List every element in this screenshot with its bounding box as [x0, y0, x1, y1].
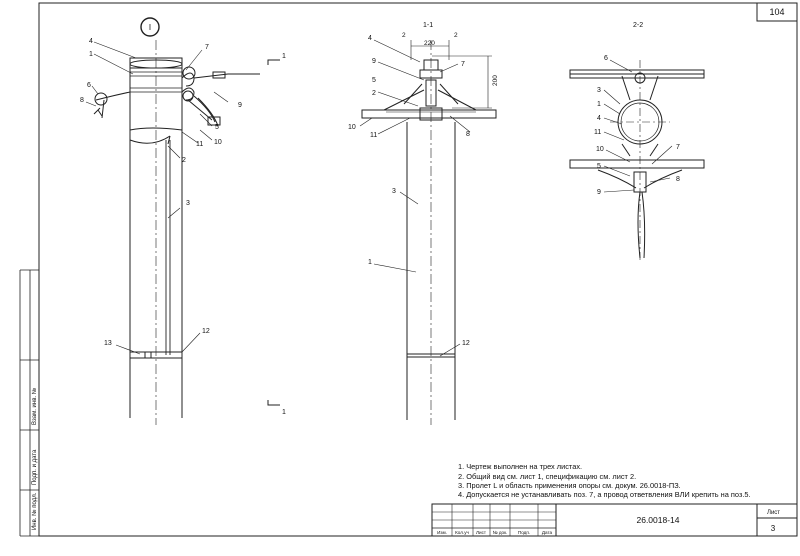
- drawing-code: 26.0018-14: [636, 515, 679, 525]
- section-mark-top: 1: [282, 53, 286, 60]
- page-number-top: 104: [769, 7, 784, 17]
- dim-height: 200: [492, 75, 499, 86]
- callout-right: 9: [597, 189, 601, 196]
- callout-right: 8: [676, 176, 680, 183]
- callout-middle: 2: [372, 90, 376, 97]
- sheet-frame: [38, 2, 798, 537]
- callout-right: 1: [597, 101, 601, 108]
- callout-left: 8: [80, 97, 84, 104]
- section-1-1-title: 1-1: [423, 22, 433, 29]
- callout-left: 12: [202, 328, 210, 335]
- side-label-sign-date: Подп. и дата: [32, 449, 38, 485]
- side-label-inv-no: Инв. № подл.: [31, 492, 38, 530]
- callout-middle: 5: [372, 77, 376, 84]
- callout-middle: 9: [372, 58, 376, 65]
- callout-middle: 10: [348, 124, 356, 131]
- tb-col: № док.: [493, 530, 508, 535]
- page-number-box: [756, 2, 798, 22]
- note-2: 2. Общий вид см. лист 1, спецификацию см…: [458, 472, 637, 481]
- dim-offset-left: 2: [402, 32, 406, 39]
- callout-left: 2: [182, 157, 186, 164]
- detail-marker: I: [149, 23, 151, 32]
- callout-left: 5: [215, 124, 219, 131]
- callout-left: 3: [186, 200, 190, 207]
- callout-middle: 7: [461, 61, 465, 68]
- note-1: 1. Чертеж выполнен на трех листах.: [458, 462, 583, 471]
- section-2-2-title: 2-2: [633, 22, 643, 29]
- tb-col: Лист: [476, 530, 487, 535]
- callout-left: 13: [104, 340, 112, 347]
- callout-middle: 4: [368, 35, 372, 42]
- callout-right: 11: [594, 129, 601, 136]
- callout-left: 6: [87, 82, 91, 89]
- callout-right: 10: [596, 146, 604, 153]
- tb-col: Дата: [542, 530, 553, 535]
- tb-col: Изм.: [437, 530, 447, 535]
- callout-right: 7: [676, 144, 680, 151]
- callout-left: 4: [89, 38, 93, 45]
- callout-middle: 8: [466, 131, 470, 138]
- note-3: 3. Пролет L и область применения опоры с…: [458, 481, 681, 490]
- callout-right: 6: [604, 55, 608, 62]
- callout-middle: 12: [462, 340, 470, 347]
- tb-col: Кол.уч: [455, 530, 469, 535]
- sheet-number: 3: [771, 524, 776, 533]
- callout-right: 5: [597, 163, 601, 170]
- side-label-replaces: Взам. инв. №: [31, 388, 38, 425]
- callout-middle: 1: [368, 259, 372, 266]
- dim-offset-right: 2: [454, 32, 458, 39]
- callout-right: 3: [597, 87, 601, 94]
- sheet-label: Лист: [767, 510, 780, 516]
- dim-width: 220: [424, 40, 435, 47]
- note-4: 4. Допускается не устанавливать поз. 7, …: [458, 490, 751, 499]
- callout-left: 9: [238, 102, 242, 109]
- callout-left: 10: [214, 139, 222, 146]
- section-mark-bottom: 1: [282, 409, 286, 416]
- callout-left: 7: [205, 44, 209, 51]
- callout-right: 4: [597, 115, 601, 122]
- callout-middle: 11: [370, 132, 377, 139]
- callout-left: 1: [89, 51, 93, 58]
- tb-col: Подп.: [518, 530, 530, 535]
- callout-left: 11: [196, 141, 203, 148]
- callout-middle: 3: [392, 188, 396, 195]
